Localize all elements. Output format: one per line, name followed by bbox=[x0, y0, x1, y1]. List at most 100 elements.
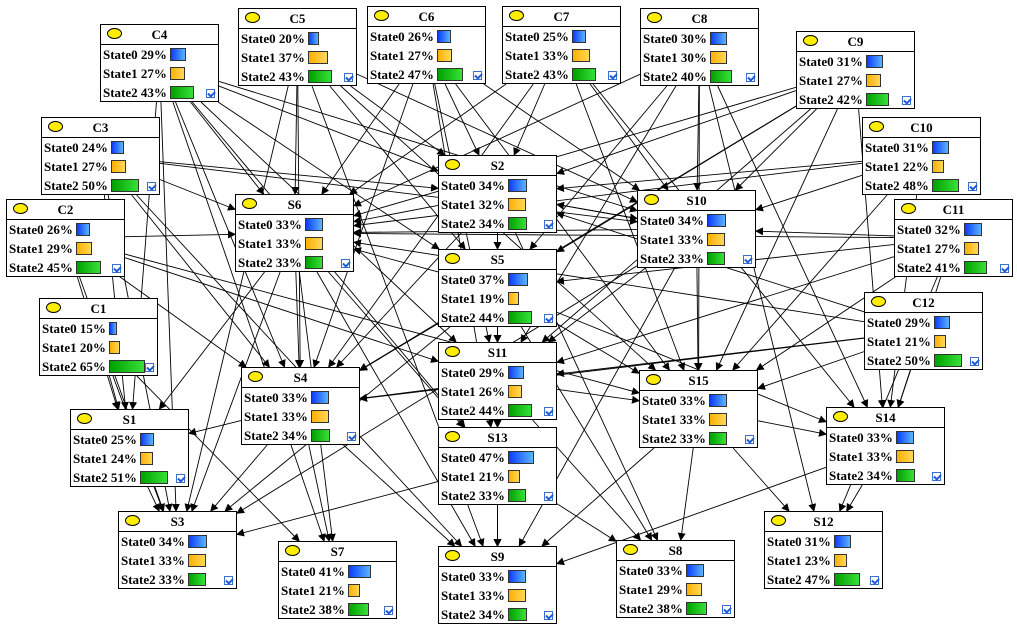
state-row: State1 32% bbox=[439, 195, 556, 214]
state-bar bbox=[111, 141, 124, 154]
edge-c8-s14 bbox=[717, 85, 868, 408]
node-header: S11 bbox=[439, 343, 556, 363]
node-title: S9 bbox=[490, 549, 505, 564]
checkbox-icon[interactable] bbox=[384, 606, 393, 615]
state-label: State1 20% bbox=[42, 340, 106, 355]
checkbox-icon[interactable] bbox=[870, 576, 879, 585]
checkbox-icon[interactable] bbox=[746, 73, 755, 82]
checkbox-icon[interactable] bbox=[224, 576, 233, 585]
edge-s11-s15 bbox=[556, 388, 640, 404]
state-bar bbox=[964, 261, 987, 274]
edge-c7-s10 bbox=[589, 83, 669, 191]
state-row: State2 47% bbox=[368, 65, 485, 84]
edge-c12-s11 bbox=[556, 337, 865, 378]
edge-s14-s12 bbox=[846, 484, 863, 512]
edge-c6-s2 bbox=[444, 83, 480, 156]
checkbox-icon[interactable] bbox=[932, 472, 941, 481]
state-row: State1 27% bbox=[895, 239, 1012, 258]
checkbox-icon[interactable] bbox=[344, 73, 353, 82]
checkbox-icon[interactable] bbox=[968, 182, 977, 191]
node-bulb-icon bbox=[771, 515, 786, 526]
node-header: C3 bbox=[42, 118, 159, 138]
state-row: State0 29% bbox=[865, 313, 982, 332]
checkbox-icon[interactable] bbox=[112, 264, 121, 273]
checkbox-icon[interactable] bbox=[902, 96, 911, 105]
state-bar bbox=[896, 431, 914, 444]
checkbox-icon[interactable] bbox=[544, 407, 553, 416]
checkbox-icon[interactable] bbox=[544, 314, 553, 323]
checkbox-icon[interactable] bbox=[544, 220, 553, 229]
state-label: State2 47% bbox=[370, 67, 434, 82]
node-title: C4 bbox=[151, 27, 168, 42]
checkbox-icon[interactable] bbox=[341, 259, 350, 268]
checkbox-icon[interactable] bbox=[147, 182, 156, 191]
state-label: State2 40% bbox=[643, 69, 707, 84]
state-bar bbox=[709, 394, 727, 407]
checkbox-icon[interactable] bbox=[473, 71, 482, 80]
checkbox-icon[interactable] bbox=[743, 255, 752, 264]
checkbox-icon[interactable] bbox=[347, 432, 356, 441]
state-label: State0 31% bbox=[767, 534, 831, 549]
checkbox-icon[interactable] bbox=[206, 89, 215, 98]
checkbox-icon[interactable] bbox=[544, 611, 553, 620]
state-row: State0 24% bbox=[42, 138, 159, 157]
state-label: State1 33% bbox=[244, 409, 308, 424]
state-label: State1 21% bbox=[281, 583, 345, 598]
edge-c3-s4 bbox=[131, 194, 270, 368]
checkbox-icon[interactable] bbox=[1000, 264, 1009, 273]
state-label: State1 19% bbox=[441, 291, 505, 306]
checkbox-icon[interactable] bbox=[722, 605, 731, 614]
node-bulb-icon bbox=[125, 515, 140, 526]
checkbox-icon[interactable] bbox=[970, 357, 979, 366]
checkbox-icon[interactable] bbox=[745, 435, 754, 444]
node-header: S7 bbox=[279, 542, 396, 562]
state-bar bbox=[188, 535, 207, 548]
checkbox-icon[interactable] bbox=[176, 474, 185, 483]
state-row: State0 26% bbox=[368, 27, 485, 46]
state-row: State2 34% bbox=[439, 605, 556, 624]
state-bar bbox=[710, 32, 727, 45]
state-bar bbox=[508, 489, 526, 502]
node-bulb-icon bbox=[13, 203, 28, 214]
state-row: State1 21% bbox=[439, 467, 556, 486]
checkbox-icon[interactable] bbox=[608, 71, 617, 80]
checkbox-icon[interactable] bbox=[544, 492, 553, 501]
node-bulb-icon bbox=[509, 10, 524, 21]
node-header: C8 bbox=[641, 9, 758, 29]
node-bulb-icon bbox=[445, 253, 460, 264]
state-row: State0 25% bbox=[503, 27, 620, 46]
checkbox-icon[interactable] bbox=[145, 363, 154, 372]
state-label: State0 29% bbox=[103, 47, 167, 62]
node-header: C4 bbox=[101, 25, 218, 45]
node-title: S1 bbox=[122, 412, 137, 427]
state-label: State0 33% bbox=[829, 430, 893, 445]
state-row: State1 22% bbox=[863, 157, 980, 176]
